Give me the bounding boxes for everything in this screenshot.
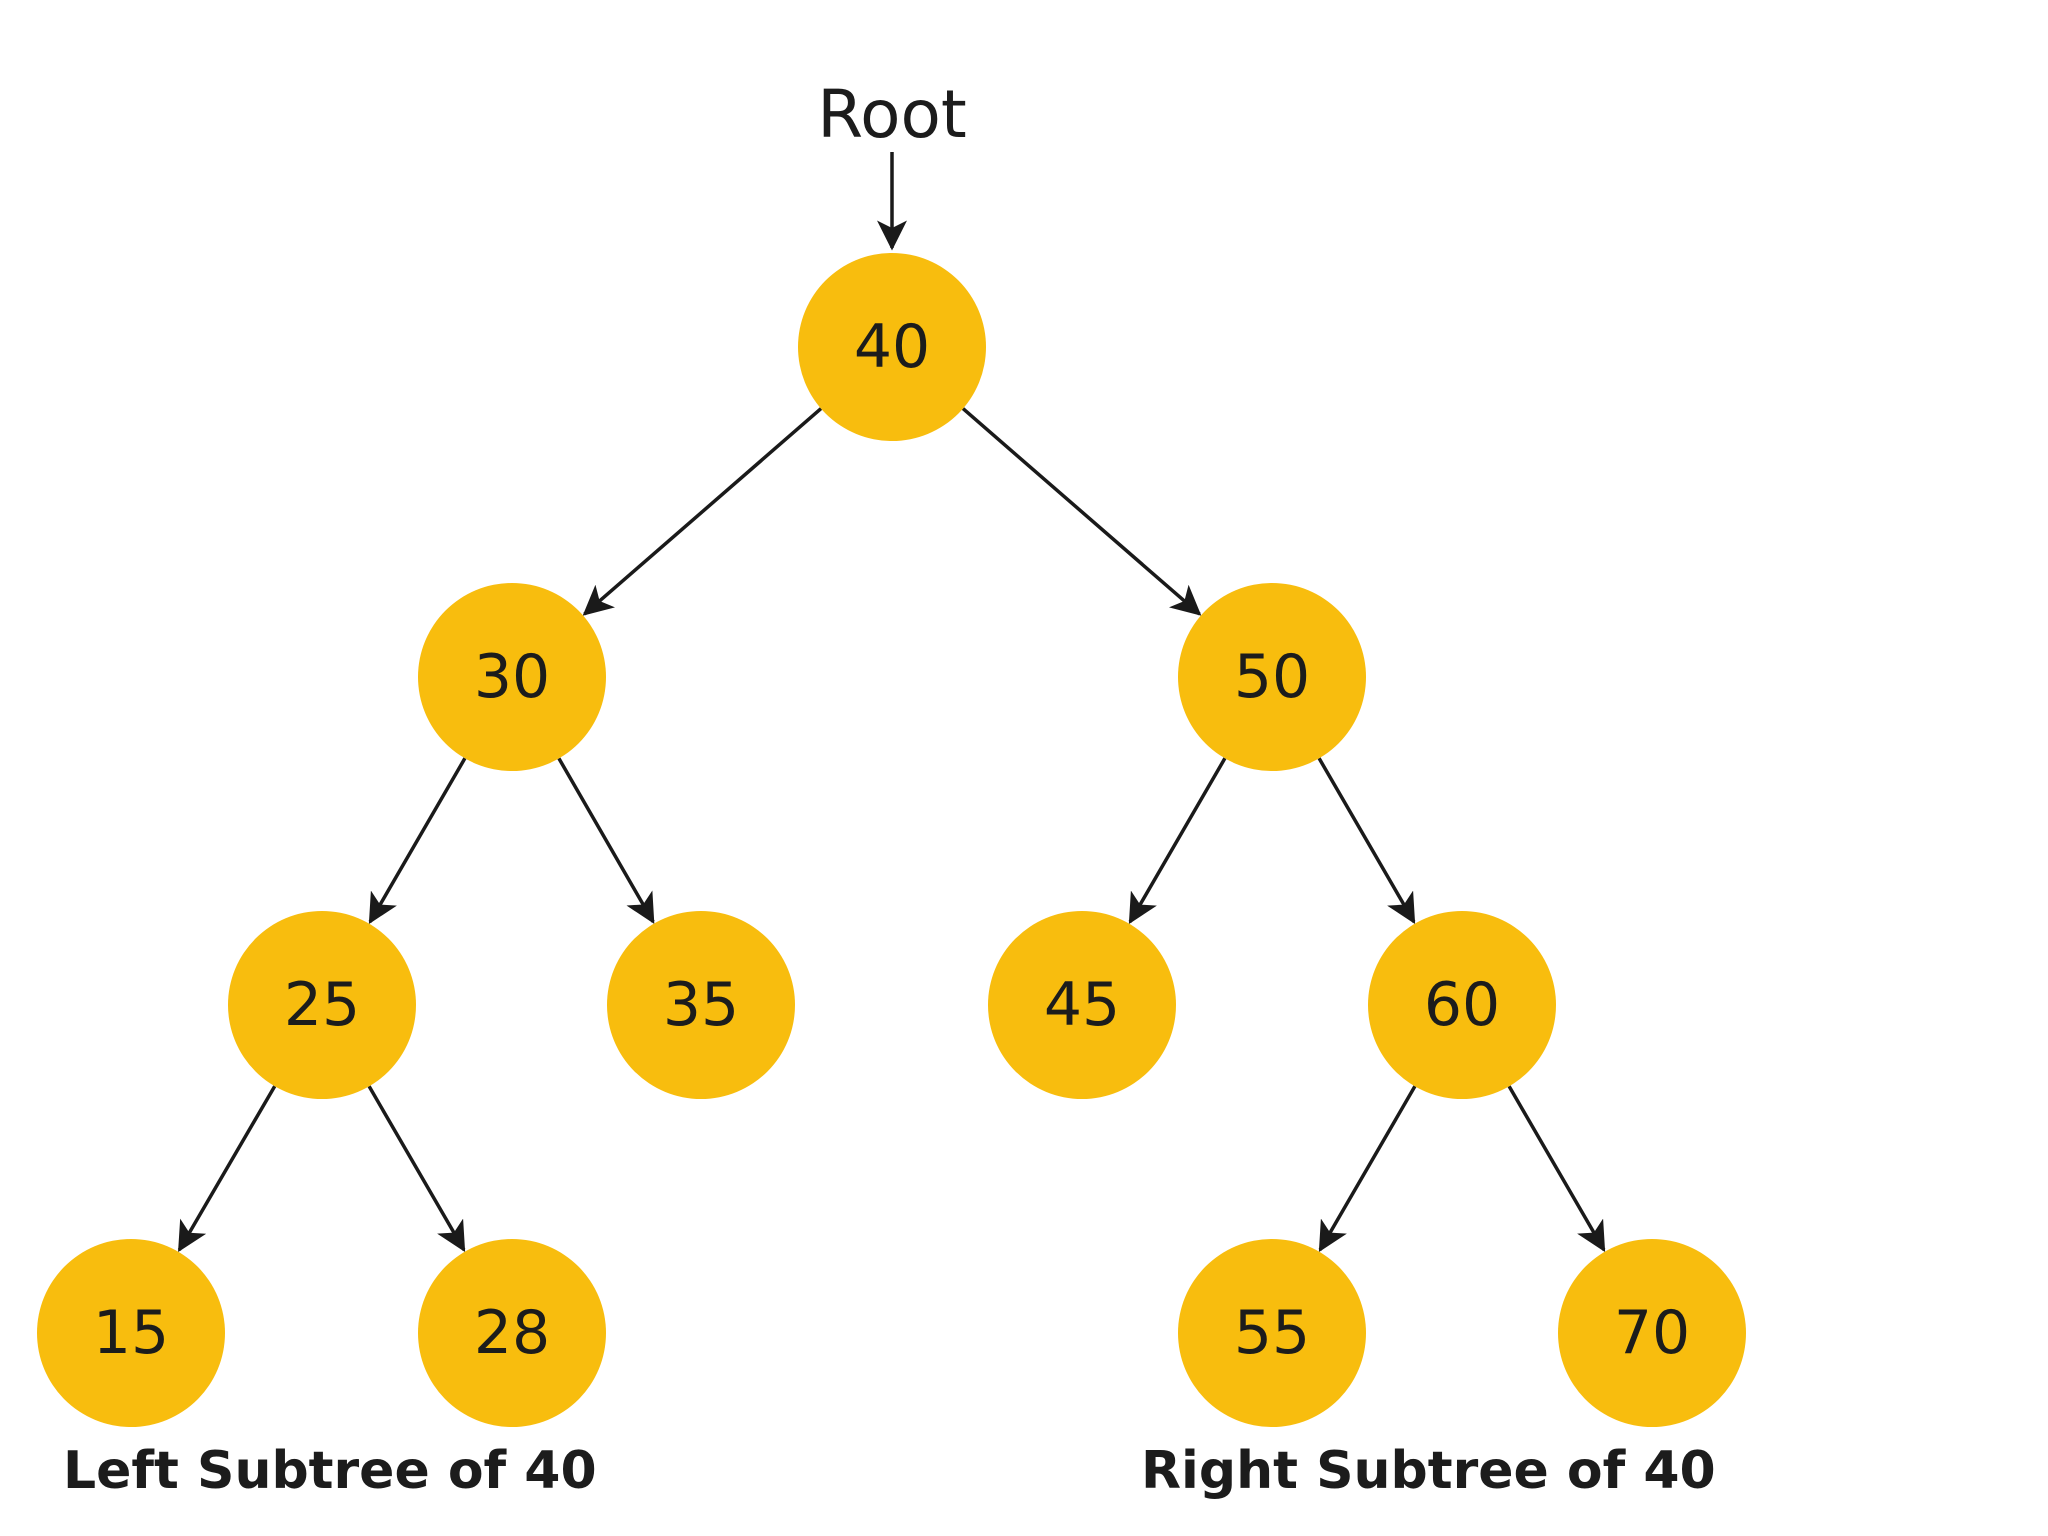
node-circle bbox=[1368, 911, 1556, 1099]
tree-node-45: 45 bbox=[988, 911, 1176, 1099]
edge-50-to-45 bbox=[1128, 757, 1227, 925]
root-label: Root bbox=[817, 76, 967, 153]
edge-40-to-50 bbox=[961, 407, 1202, 616]
edge-25-to-15 bbox=[177, 1085, 277, 1253]
node-label: 30 bbox=[474, 642, 550, 712]
node-circle bbox=[228, 911, 416, 1099]
tree-node-25: 25 bbox=[228, 911, 416, 1099]
edge-50-to-60 bbox=[1317, 757, 1416, 925]
node-circle bbox=[798, 253, 986, 441]
node-label: 40 bbox=[854, 312, 930, 382]
left-subtree-caption: Left Subtree of 40 bbox=[63, 1441, 597, 1501]
node-circle bbox=[418, 583, 606, 771]
tree-node-15: 15 bbox=[37, 1239, 225, 1427]
edge-25-to-28 bbox=[367, 1085, 466, 1253]
tree-node-50: 50 bbox=[1178, 583, 1366, 771]
node-circle bbox=[37, 1239, 225, 1427]
edge-30-to-25 bbox=[368, 757, 467, 925]
node-label: 45 bbox=[1044, 970, 1120, 1040]
node-circle bbox=[607, 911, 795, 1099]
tree-node-40: 40 bbox=[798, 253, 986, 441]
tree-node-60: 60 bbox=[1368, 911, 1556, 1099]
node-circle bbox=[988, 911, 1176, 1099]
edge-60-to-70 bbox=[1507, 1085, 1606, 1253]
tree-node-70: 70 bbox=[1558, 1239, 1746, 1427]
tree-edges bbox=[177, 407, 1606, 1253]
node-circle bbox=[418, 1239, 606, 1427]
node-circle bbox=[1178, 1239, 1366, 1427]
node-label: 55 bbox=[1234, 1298, 1310, 1368]
tree-node-55: 55 bbox=[1178, 1239, 1366, 1427]
node-label: 60 bbox=[1424, 970, 1500, 1040]
node-label: 25 bbox=[284, 970, 360, 1040]
edge-40-to-30 bbox=[582, 407, 823, 616]
node-label: 28 bbox=[474, 1298, 550, 1368]
node-label: 70 bbox=[1614, 1298, 1690, 1368]
node-label: 15 bbox=[93, 1298, 169, 1368]
node-label: 35 bbox=[663, 970, 739, 1040]
tree-nodes: 40 30 50 25 35 45 60 15 28 55 70 bbox=[37, 253, 1746, 1427]
node-circle bbox=[1178, 583, 1366, 771]
node-circle bbox=[1558, 1239, 1746, 1427]
right-subtree-caption: Right Subtree of 40 bbox=[1141, 1441, 1716, 1501]
tree-node-35: 35 bbox=[607, 911, 795, 1099]
tree-node-28: 28 bbox=[418, 1239, 606, 1427]
edge-30-to-35 bbox=[557, 757, 655, 924]
tree-node-30: 30 bbox=[418, 583, 606, 771]
node-label: 50 bbox=[1234, 642, 1310, 712]
edge-60-to-55 bbox=[1318, 1085, 1417, 1253]
